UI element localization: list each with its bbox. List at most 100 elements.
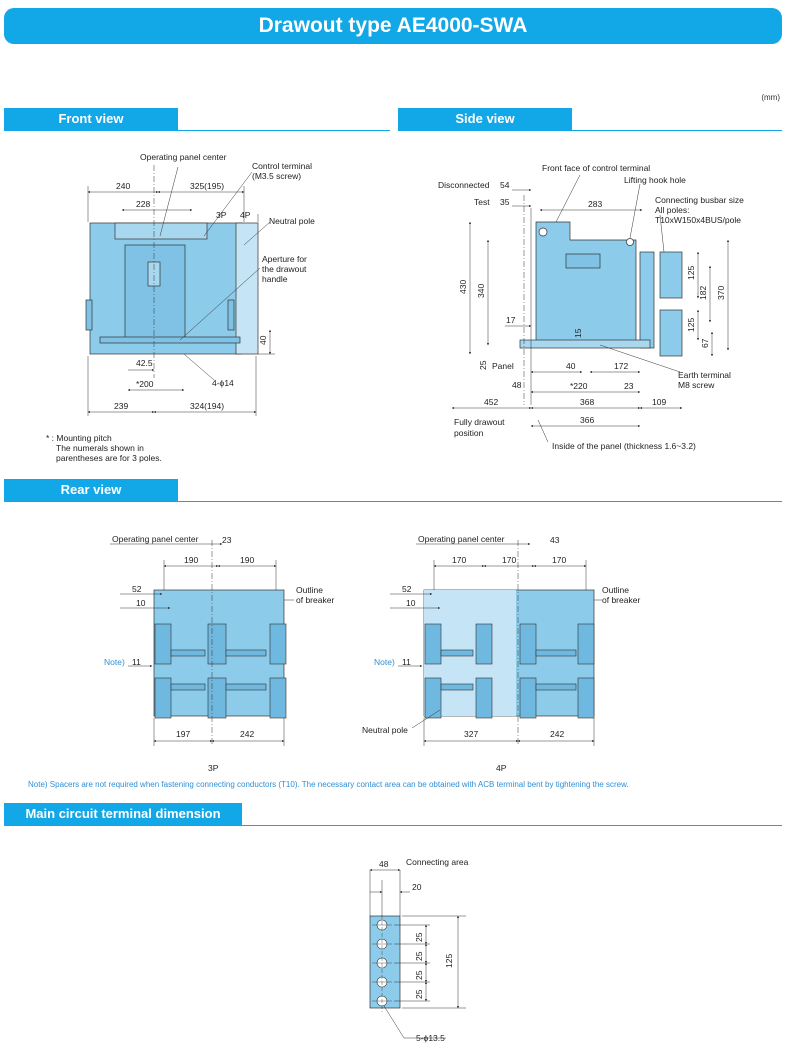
terminal-dim-25d: 25	[414, 989, 424, 999]
rear3-op-center: Operating panel center	[112, 534, 199, 544]
side-dim-340: 340	[476, 284, 486, 298]
side-dim-370: 370	[716, 286, 726, 300]
side-dim-368: 368	[580, 397, 594, 407]
side-dim-452: 452	[484, 397, 498, 407]
front-aperture-2: the drawout	[262, 264, 307, 274]
section-front-view: Front view	[4, 108, 390, 131]
rear4-neutral-pole: Neutral pole	[362, 725, 408, 735]
side-dim-125b: 125	[686, 318, 696, 332]
terminal-dim-20: 20	[412, 882, 422, 892]
section-side-view: Side view	[398, 108, 782, 131]
rear3-dim-190a: 190	[184, 555, 198, 565]
rear3-dim-23: 23	[222, 535, 232, 545]
side-busbar-3: T10xW150x4BUS/pole	[655, 215, 741, 225]
rear4-dim-242: 242	[550, 729, 564, 739]
front-notes: * : Mounting pitch The numerals shown in…	[46, 433, 162, 463]
rear4-outline-2: of breaker	[602, 595, 640, 605]
front-dim-325: 325(195)	[190, 181, 224, 191]
side-lifting-hook: Lifting hook hole	[624, 175, 686, 185]
side-dim-172: 172	[614, 361, 628, 371]
side-disconnected: Disconnected	[438, 180, 490, 190]
side-busbar-2: All poles:	[655, 205, 690, 215]
terminal-dimension-drawing: 48 Connecting area 20 25 25 25 25 125 5-…	[369, 857, 469, 1043]
side-busbar-lower	[659, 309, 683, 357]
side-dim-430: 430	[458, 280, 468, 294]
side-view-drawing: Front face of control terminal Lifting h…	[438, 163, 744, 451]
unit-label: (mm)	[761, 93, 780, 102]
terminal-dim-25c: 25	[414, 970, 424, 980]
rear3-dim-52: 52	[132, 584, 142, 594]
rear-view-4p-drawing: Operating panel center 43 170 170 170 52…	[362, 534, 640, 773]
terminal-connecting-area: Connecting area	[406, 857, 469, 867]
rear4-dim-170a: 170	[452, 555, 466, 565]
side-dim-17: 17	[506, 315, 516, 325]
section-side-title: Side view	[398, 108, 572, 130]
side-dim-25: 25	[478, 360, 488, 370]
rear4-dim-11: 11	[402, 657, 411, 667]
rear3-dim-10: 10	[136, 598, 146, 608]
side-panel: Panel	[492, 361, 514, 371]
rear4-op-center: Operating panel center	[418, 534, 505, 544]
side-dim-283: 283	[588, 199, 602, 209]
rear4-dim-43: 43	[550, 535, 560, 545]
side-dim-67: 67	[700, 338, 710, 348]
rear3-outline-1: Outline	[296, 585, 323, 595]
terminal-dim-48: 48	[379, 859, 389, 869]
rear4-dim-170c: 170	[552, 555, 566, 565]
section-rule	[398, 130, 782, 131]
section-rule	[4, 501, 782, 502]
front-dim-240: 240	[116, 181, 130, 191]
side-dim-54: 54	[500, 180, 510, 190]
front-label-3p: 3P	[216, 210, 227, 220]
section-rear-view: Rear view	[4, 479, 782, 502]
rear4-dim-327: 327	[464, 729, 478, 739]
rear4-outline-1: Outline	[602, 585, 629, 595]
rear4-dim-10: 10	[406, 598, 416, 608]
side-busbar-1: Connecting busbar size	[655, 195, 744, 205]
front-dim-40: 40	[258, 335, 268, 345]
rear3-dim-197: 197	[176, 729, 190, 739]
section-rear-title: Rear view	[4, 479, 178, 501]
side-dim-40: 40	[566, 361, 576, 371]
front-neutral-pole: Neutral pole	[269, 216, 315, 226]
section-terminal-title: Main circuit terminal dimension	[4, 803, 242, 825]
section-terminal-dimension: Main circuit terminal dimension	[4, 803, 782, 826]
rear3-label: 3P	[208, 763, 219, 773]
side-dim-125a: 125	[686, 266, 696, 280]
rear3-note: Note)	[104, 657, 125, 667]
front-view-drawing: Operating panel center Control terminal …	[85, 152, 315, 416]
rear-note: Note) Spacers are not required when fast…	[28, 780, 629, 789]
rear4-dim-52: 52	[402, 584, 412, 594]
terminal-dim-125: 125	[444, 954, 454, 968]
side-dim-15: 15	[573, 328, 583, 338]
side-dim-48: 48	[512, 380, 522, 390]
front-neutral-pole-body	[235, 222, 259, 355]
side-dim-109: 109	[652, 397, 666, 407]
front-label-4p: 4P	[240, 210, 251, 220]
front-note-1: * : Mounting pitch	[46, 433, 112, 443]
front-note-2: The numerals shown in	[56, 443, 144, 453]
front-dim-228: 228	[136, 199, 150, 209]
front-dim-4phi14: 4-ϕ14	[212, 378, 234, 388]
side-dim-23: 23	[624, 381, 634, 391]
front-dim-42-5: 42.5	[136, 358, 153, 368]
rear-view-3p-drawing: Operating panel center 23 190 190 52 10 …	[104, 534, 334, 773]
side-earth-2: M8 screw	[678, 380, 715, 390]
side-dim-366: 366	[580, 415, 594, 425]
rear3-dim-190b: 190	[240, 555, 254, 565]
terminal-holes: 5-ϕ13.5	[416, 1033, 445, 1043]
front-aperture-3: handle	[262, 274, 288, 284]
terminal-dim-25a: 25	[414, 932, 424, 942]
rear3-outline-2: of breaker	[296, 595, 334, 605]
rear4-note: Note)	[374, 657, 395, 667]
side-dim-220: *220	[570, 381, 588, 391]
front-dim-200: *200	[136, 379, 154, 389]
front-op-panel-center: Operating panel center	[140, 152, 227, 162]
rear4-dim-170b: 170	[502, 555, 516, 565]
side-dim-35: 35	[500, 197, 510, 207]
section-rule	[4, 130, 390, 131]
front-dim-324: 324(194)	[190, 401, 224, 411]
page-title: Drawout type AE4000-SWA	[4, 8, 782, 44]
side-test: Test	[474, 197, 490, 207]
